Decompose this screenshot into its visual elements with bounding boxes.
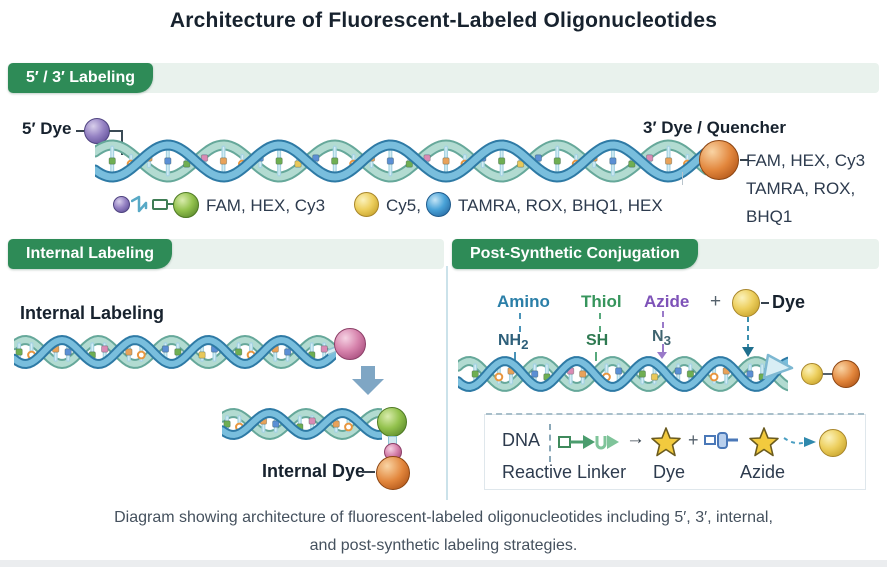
- internal-dye-orange-sphere: [376, 456, 410, 490]
- thiol-label: Thiol: [581, 292, 622, 311]
- dna-helix-internal-top: [14, 334, 336, 370]
- page-title: Architecture of Fluorescent-Labeled Olig…: [169, 9, 718, 32]
- five-prime-dye-sphere: [84, 118, 110, 144]
- three-prime-dye-line-3: BHQ1: [746, 207, 793, 226]
- click-reaction-arrow: [783, 437, 816, 447]
- box-dye-label: Dye: [653, 462, 686, 482]
- dna-helix-main: [95, 139, 707, 183]
- post-dye-label: Dye: [772, 292, 806, 312]
- three-prime-dye-list: FAM, HEX, Cy3 TAMRA, ROX, BHQ1: [746, 147, 865, 231]
- internal-top-pink-sphere: [334, 328, 366, 360]
- post-dye-sphere: [732, 289, 760, 317]
- azide-label: Azide: [644, 292, 690, 311]
- helix-end-arrow-icon: [762, 353, 794, 380]
- footnote-tick: [682, 172, 683, 185]
- section-header-post: Post-Synthetic Conjugation: [452, 239, 698, 269]
- internal-dye-green-sphere: [377, 407, 407, 437]
- thiol-formula: SH: [586, 332, 609, 349]
- dye-conjugation-arrow: [742, 317, 754, 357]
- azide-arrowhead: [657, 352, 667, 359]
- section-header-internal: Internal Labeling: [8, 239, 173, 269]
- post-helix-connector: [823, 373, 834, 375]
- five-prime-dye-label: 5′ Dye: [22, 119, 72, 138]
- amino-formula: NH2: [498, 332, 529, 353]
- reaction-box: [484, 414, 866, 490]
- box-product-sphere: [819, 429, 847, 457]
- legend-linker-box-icon: [152, 199, 168, 210]
- post-helix-yellow-sphere: [801, 363, 823, 385]
- dye-star-icon: [651, 427, 681, 457]
- legend-zigzag-linker-icon: [131, 195, 148, 213]
- azide-dashed-line: [662, 311, 664, 328]
- plus-sign: +: [710, 291, 722, 312]
- box-plus-sign: +: [688, 430, 699, 450]
- three-prime-dye-label: 3′ Dye / Quencher: [643, 118, 786, 137]
- reactive-linker-label: Reactive Linker: [502, 462, 627, 482]
- azide-connector-icon: [704, 432, 738, 449]
- post-helix-orange-sphere: [832, 360, 860, 388]
- internal-dye-dash: [362, 471, 375, 473]
- five-prime-dye-dash: [76, 130, 84, 132]
- legend-linker-connector: [168, 203, 175, 205]
- azide-lead-line: [662, 344, 664, 353]
- internal-dye-label: Internal Dye: [262, 461, 366, 481]
- thiol-lead-line: [595, 352, 597, 361]
- thiol-dashed-line: [599, 313, 601, 332]
- amino-label: Amino: [497, 292, 550, 311]
- legend-item-2: Cy5,: [386, 196, 421, 215]
- legend-blue-sphere: [426, 192, 451, 217]
- legend-purple-sphere: [113, 196, 130, 213]
- three-prime-dye-line-2: TAMRA, ROX,: [746, 179, 856, 198]
- reactive-linker-icon: [558, 435, 619, 450]
- box-dna-divider: [549, 424, 551, 462]
- caption-line-1: Diagram showing architecture of fluoresc…: [114, 509, 773, 526]
- amino-lead-line: [514, 352, 516, 361]
- three-prime-dye-dash: [740, 159, 748, 161]
- dna-helix-internal-bottom: [222, 407, 382, 441]
- dna-helix-post: [458, 355, 788, 393]
- section-header-5-3: 5′ / 3′ Labeling: [8, 63, 154, 93]
- azide-star-icon: [749, 427, 779, 457]
- box-dna-label: DNA: [502, 430, 541, 450]
- caption-line-2: and post-synthetic labeling strategies.: [309, 537, 578, 554]
- three-prime-dye-line-1: FAM, HEX, Cy3: [746, 151, 866, 170]
- amino-dashed-line: [519, 313, 521, 332]
- box-arrow: →: [626, 428, 645, 449]
- post-dye-dash: [761, 302, 769, 304]
- figure-caption: Diagram showing architecture of fluoresc…: [0, 504, 887, 560]
- legend-item-1: FAM, HEX, Cy3: [206, 196, 326, 215]
- legend-item-3: TAMRA, ROX, BHQ1, HEX: [458, 196, 663, 215]
- legend-yellow-sphere: [354, 192, 379, 217]
- panel-divider: [446, 266, 448, 500]
- three-prime-dye-sphere: [699, 140, 739, 180]
- bottom-edge: [0, 560, 887, 567]
- internal-labeling-subtitle: Internal Labeling: [20, 303, 165, 323]
- reaction-box-dashed-top: [486, 413, 864, 415]
- section-strip-5-3: [8, 63, 879, 93]
- legend-green-sphere: [173, 192, 199, 218]
- azide-formula: N3: [652, 328, 671, 349]
- box-azide-label: Azide: [740, 462, 786, 482]
- down-arrow-icon: [352, 366, 384, 395]
